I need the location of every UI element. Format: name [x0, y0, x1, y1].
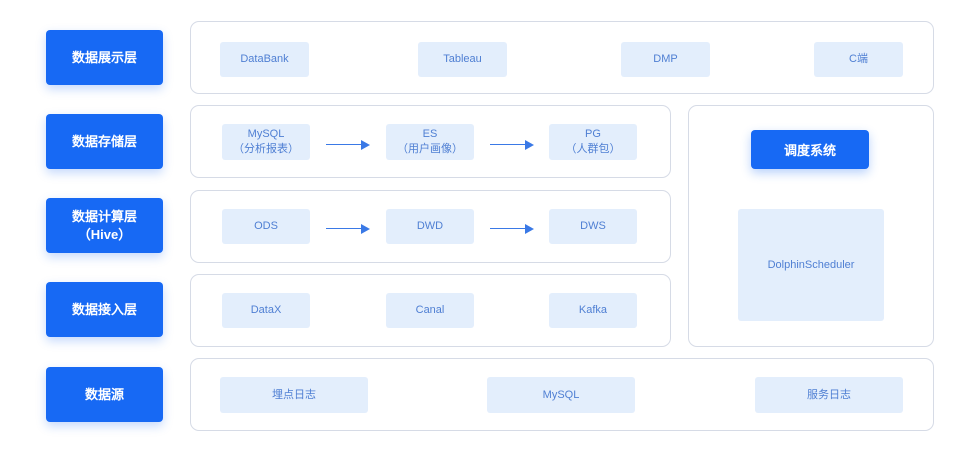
- layer-label-storage: 数据存储层: [46, 114, 163, 169]
- compute-item-dws: DWS: [549, 209, 637, 244]
- ingest-item-canal: Canal: [386, 293, 474, 328]
- display-layer-panel: [190, 21, 934, 94]
- layer-label-compute-text: 数据计算层: [71, 208, 137, 224]
- compute-item-dwd-label: DWD: [416, 220, 444, 232]
- ingest-item-datax-label: DataX: [250, 304, 282, 316]
- layer-label-compute-subtext: （Hive）: [77, 226, 132, 242]
- source-item-service-log: 服务日志: [755, 377, 903, 413]
- storage-item-mysql-sub: （分析报表）: [233, 143, 299, 155]
- layer-label-source: 数据源: [46, 367, 163, 422]
- storage-item-es-name: ES: [422, 128, 438, 140]
- display-item-c-end-label: C端: [849, 53, 868, 65]
- compute-item-ods: ODS: [222, 209, 310, 244]
- scheduler-title-text: 调度系统: [783, 143, 836, 158]
- ingest-item-kafka: Kafka: [549, 293, 637, 328]
- compute-arrow-1: [326, 224, 370, 234]
- source-item-service-log-label: 服务日志: [807, 388, 851, 401]
- scheduler-tool-label: DolphinScheduler: [767, 258, 855, 271]
- storage-item-es: ES （用户画像）: [386, 124, 474, 160]
- source-item-tracking-log: 埋点日志: [220, 377, 368, 413]
- layer-label-display: 数据展示层: [46, 30, 163, 85]
- layer-label-ingest: 数据接入层: [46, 282, 163, 337]
- layer-label-ingest-text: 数据接入层: [71, 301, 137, 317]
- display-item-databank-label: DataBank: [240, 53, 289, 65]
- ingest-item-kafka-label: Kafka: [578, 304, 608, 316]
- ingest-item-canal-label: Canal: [415, 304, 445, 316]
- display-item-dmp-label: DMP: [653, 53, 678, 65]
- display-item-databank: DataBank: [220, 42, 309, 77]
- display-item-c-end: C端: [814, 42, 903, 77]
- storage-item-es-sub: （用户画像）: [397, 143, 463, 155]
- storage-item-mysql-name: MySQL: [247, 128, 285, 140]
- compute-item-dws-label: DWS: [580, 220, 606, 232]
- storage-item-pg-sub: （人群包）: [565, 143, 621, 155]
- display-item-tableau-label: Tableau: [443, 53, 482, 65]
- display-item-tableau: Tableau: [418, 42, 507, 77]
- display-item-dmp: DMP: [621, 42, 710, 77]
- layer-label-display-text: 数据展示层: [71, 49, 137, 65]
- compute-item-ods-label: ODS: [254, 220, 278, 232]
- ingest-item-datax: DataX: [222, 293, 310, 328]
- scheduler-title: 调度系统: [751, 130, 869, 169]
- compute-item-dwd: DWD: [386, 209, 474, 244]
- storage-item-pg: PG （人群包）: [549, 124, 637, 160]
- layer-label-source-text: 数据源: [84, 386, 124, 402]
- storage-arrow-2: [490, 140, 534, 150]
- source-item-tracking-log-label: 埋点日志: [272, 388, 316, 401]
- storage-arrow-1: [326, 140, 370, 150]
- layer-label-storage-text: 数据存储层: [71, 133, 137, 149]
- source-item-mysql-label: MySQL: [542, 388, 580, 401]
- compute-arrow-2: [490, 224, 534, 234]
- layer-label-compute: 数据计算层 （Hive）: [46, 198, 163, 253]
- source-item-mysql: MySQL: [487, 377, 635, 413]
- storage-item-pg-name: PG: [585, 128, 601, 140]
- storage-item-mysql: MySQL （分析报表）: [222, 124, 310, 160]
- scheduler-tool-dolphinscheduler: DolphinScheduler: [738, 209, 884, 321]
